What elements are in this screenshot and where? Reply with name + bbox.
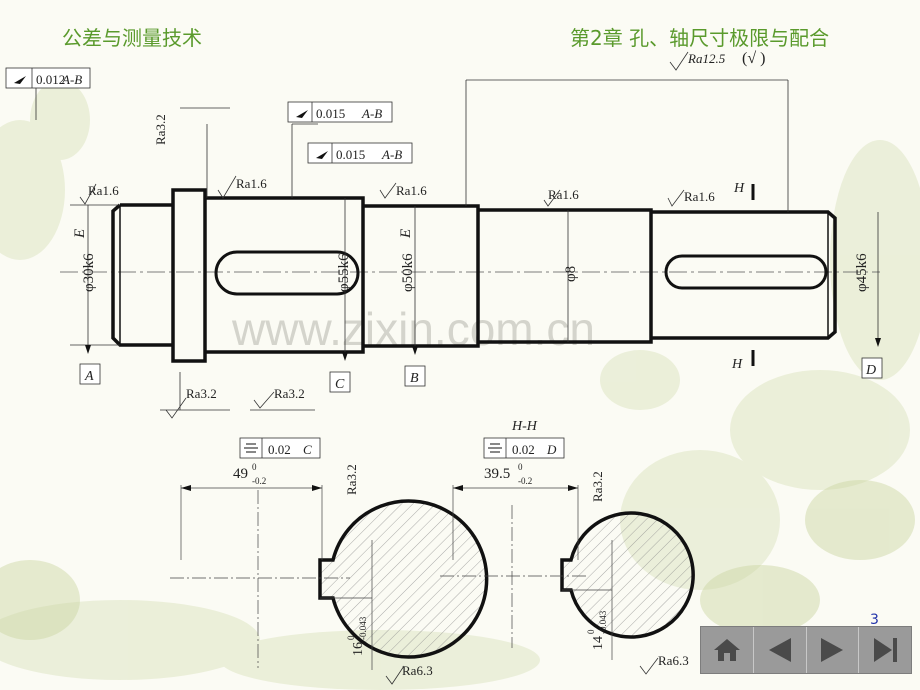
- runout-a-value: 0.012: [36, 72, 65, 87]
- envelope-label: E: [398, 229, 414, 239]
- roughness-label: Ra3.2: [274, 386, 305, 401]
- previous-slide-button[interactable]: [754, 627, 807, 673]
- diameter-label: φ8: [563, 266, 579, 282]
- roughness-label: Ra6.3: [658, 653, 689, 668]
- diameter-label: φ50k6: [400, 253, 416, 292]
- key-left-base: 16: [351, 642, 366, 656]
- course-title: 公差与测量技术: [62, 26, 202, 50]
- roughness-label: Ra6.3: [402, 663, 433, 678]
- envelope-label: E: [72, 229, 88, 239]
- dim-395-upper: 0: [518, 462, 523, 472]
- key-right-lower: -0.043: [598, 610, 608, 634]
- dim-49-lower: -0.2: [252, 476, 266, 486]
- section-title: H-H: [511, 419, 538, 434]
- diameter-label: φ45k6: [854, 253, 870, 292]
- key-right-upper: 0: [586, 629, 596, 634]
- last-slide-button[interactable]: [859, 627, 911, 673]
- prev-icon: [768, 638, 791, 662]
- chapter-title: 第2章 孔、轴尺寸极限与配合: [570, 26, 830, 50]
- datum-letter: A: [84, 369, 94, 384]
- roughness-label: Ra1.6: [236, 176, 267, 191]
- next-icon: [821, 638, 844, 662]
- roughness-label: Ra3.2: [153, 114, 168, 145]
- diameter-label: φ30k6: [81, 253, 97, 292]
- symmetry-c-datum: C: [303, 442, 312, 457]
- dim-49-upper: 0: [252, 462, 257, 472]
- key-right-base: 14: [591, 636, 606, 650]
- roughness-label: Ra1.6: [684, 189, 715, 204]
- next-slide-button[interactable]: [807, 627, 860, 673]
- section-right-shape: [560, 511, 695, 639]
- dim-49-base: 49: [233, 466, 248, 482]
- runout-a-datum: A-B: [61, 72, 82, 87]
- roughness-label: Ra1.6: [396, 183, 427, 198]
- datum-letter: B: [410, 371, 419, 386]
- roughness-label: Ra3.2: [590, 471, 605, 502]
- keyway-right: [664, 254, 828, 290]
- section-cut-label: H: [733, 181, 745, 196]
- general-roughness: Ra12.5: [687, 51, 726, 66]
- section-left-shape: [318, 499, 489, 659]
- runout-c-datum: A-B: [381, 147, 402, 162]
- roughness-label: Ra3.2: [186, 386, 217, 401]
- symmetry-d-value: 0.02: [512, 442, 535, 457]
- symmetry-c-value: 0.02: [268, 442, 291, 457]
- datum-letter: D: [865, 363, 876, 378]
- datum-letter: C: [335, 377, 345, 392]
- roughness-label: Ra1.6: [88, 183, 119, 198]
- runout-b-value: 0.015: [316, 106, 345, 121]
- home-icon: [713, 639, 740, 661]
- general-roughness-symbol: (√ ): [742, 50, 765, 67]
- key-left-lower: -0.043: [358, 616, 368, 640]
- last-icon: [874, 638, 898, 662]
- page-number: 3: [870, 612, 879, 628]
- runout-b-datum: A-B: [361, 106, 382, 121]
- diameter-label: φ55k6: [336, 253, 352, 292]
- slide-navigation: [700, 626, 912, 674]
- roughness-label: Ra3.2: [344, 464, 359, 495]
- keyway-left: [214, 250, 360, 296]
- roughness-label: Ra1.6: [548, 187, 579, 202]
- home-button[interactable]: [701, 627, 754, 673]
- shaft-outline: [111, 188, 837, 363]
- section-cut-label: H: [731, 357, 743, 372]
- symmetry-d-datum: D: [546, 442, 557, 457]
- key-left-upper: 0: [346, 635, 356, 640]
- runout-c-value: 0.015: [336, 147, 365, 162]
- dim-395-lower: -0.2: [518, 476, 532, 486]
- dim-395-base: 39.5: [484, 466, 510, 482]
